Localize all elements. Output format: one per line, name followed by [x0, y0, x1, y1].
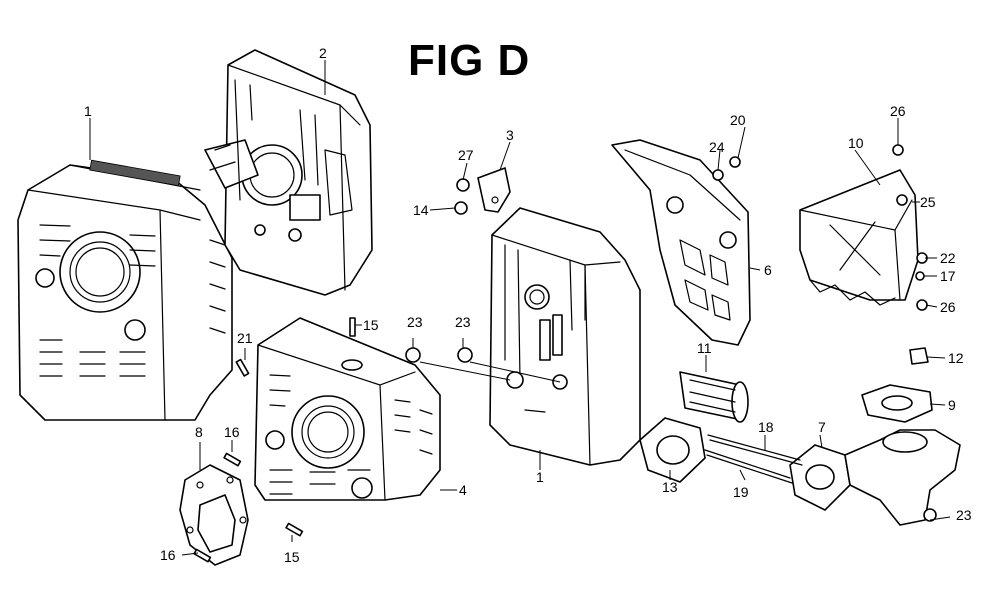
callout-19: 19 — [733, 484, 749, 500]
callout-21: 21 — [237, 330, 253, 346]
callout-27: 27 — [458, 147, 474, 163]
callout-10: 11 — [697, 340, 712, 356]
bracket-part-3 — [477, 167, 511, 213]
spark-arrester-part-8 — [179, 464, 249, 566]
callout-15b: 15 — [284, 549, 300, 565]
callout-11: 10 — [848, 135, 864, 151]
callout-2: 2 — [319, 45, 327, 61]
callout-18: 18 — [758, 419, 774, 435]
callout-13: 13 — [662, 479, 678, 495]
exhaust-elbow-part-7 — [789, 429, 961, 526]
callout-24: 24 — [709, 139, 725, 155]
callout-26b: 26 — [940, 299, 956, 315]
callout-16b: 16 — [160, 547, 176, 563]
callout-20: 20 — [730, 112, 746, 128]
callout-25: 25 — [920, 194, 936, 210]
leader-lines — [89, 60, 951, 556]
muffler-pipe-part-10 — [679, 371, 749, 423]
callout-5: 1 — [84, 103, 92, 119]
gasket-part-9 — [861, 384, 933, 423]
heat-shield-part-6 — [611, 139, 751, 346]
callout-17: 17 — [940, 268, 956, 284]
callout-1: 1 — [536, 469, 544, 485]
gasket-part-13 — [639, 417, 706, 483]
fasteners — [193, 144, 937, 563]
callout-7: 7 — [818, 419, 826, 435]
callout-12: 12 — [948, 350, 964, 366]
callout-23a: 23 — [407, 314, 423, 330]
callout-3: 3 — [506, 127, 514, 143]
callout-14: 14 — [413, 202, 429, 218]
muffler-body-part-1 — [489, 207, 641, 466]
callout-8: 8 — [195, 424, 203, 440]
callout-26a: 26 — [890, 103, 906, 119]
callout-23d: 23 — [956, 507, 972, 523]
figure-title: FIG D — [408, 36, 531, 85]
callout-4: 4 — [459, 482, 467, 498]
muffler-protector-part-4 — [254, 317, 441, 501]
muffler-rear-part-2 — [204, 49, 373, 296]
muffler-protector-part-5 — [17, 159, 233, 421]
callout-16a: 16 — [224, 424, 240, 440]
stud-bolts — [704, 434, 803, 484]
callout-labels: 1 2 3 27 14 20 24 10 26 25 22 17 26 6 12… — [84, 45, 972, 565]
callout-22: 22 — [940, 250, 956, 266]
callout-6: 6 — [764, 262, 772, 278]
callout-15a: 15 — [363, 317, 379, 333]
callout-23b: 23 — [455, 314, 471, 330]
callout-9: 9 — [948, 397, 956, 413]
exhaust-cover-part-11 — [799, 169, 919, 306]
